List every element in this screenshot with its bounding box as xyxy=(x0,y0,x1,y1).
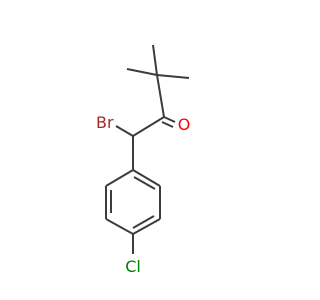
bromine-label: Br xyxy=(96,113,114,132)
bond-cq-ch3-right xyxy=(156,74,190,79)
ring-bond-1 xyxy=(132,169,161,187)
ring-bond-3 xyxy=(132,218,161,235)
tert-butyl-group xyxy=(126,44,190,118)
carbonyl-group xyxy=(161,116,176,128)
chbr-center xyxy=(115,116,165,170)
bond-cq-ch3-top xyxy=(152,44,158,76)
bond-chbr-br xyxy=(115,125,134,137)
bond-co-line-2 xyxy=(161,121,174,128)
ring-bond-4 xyxy=(105,218,134,235)
ring-bond-6 xyxy=(105,169,134,187)
bond-carbonyl-chbr xyxy=(132,116,165,137)
ring-inner-bond-1 xyxy=(133,176,156,190)
bond-cq-carbonyl xyxy=(156,74,165,118)
benzene-ring xyxy=(105,169,161,235)
chlorine-label: Cl xyxy=(125,257,141,276)
bond-cq-ch3-left xyxy=(126,68,158,76)
oxygen-label: O xyxy=(178,115,191,134)
structure-diagram: Br O Cl xyxy=(96,44,191,276)
bond-co-line-1 xyxy=(163,116,176,123)
ring-inner-bond-2 xyxy=(132,215,155,229)
